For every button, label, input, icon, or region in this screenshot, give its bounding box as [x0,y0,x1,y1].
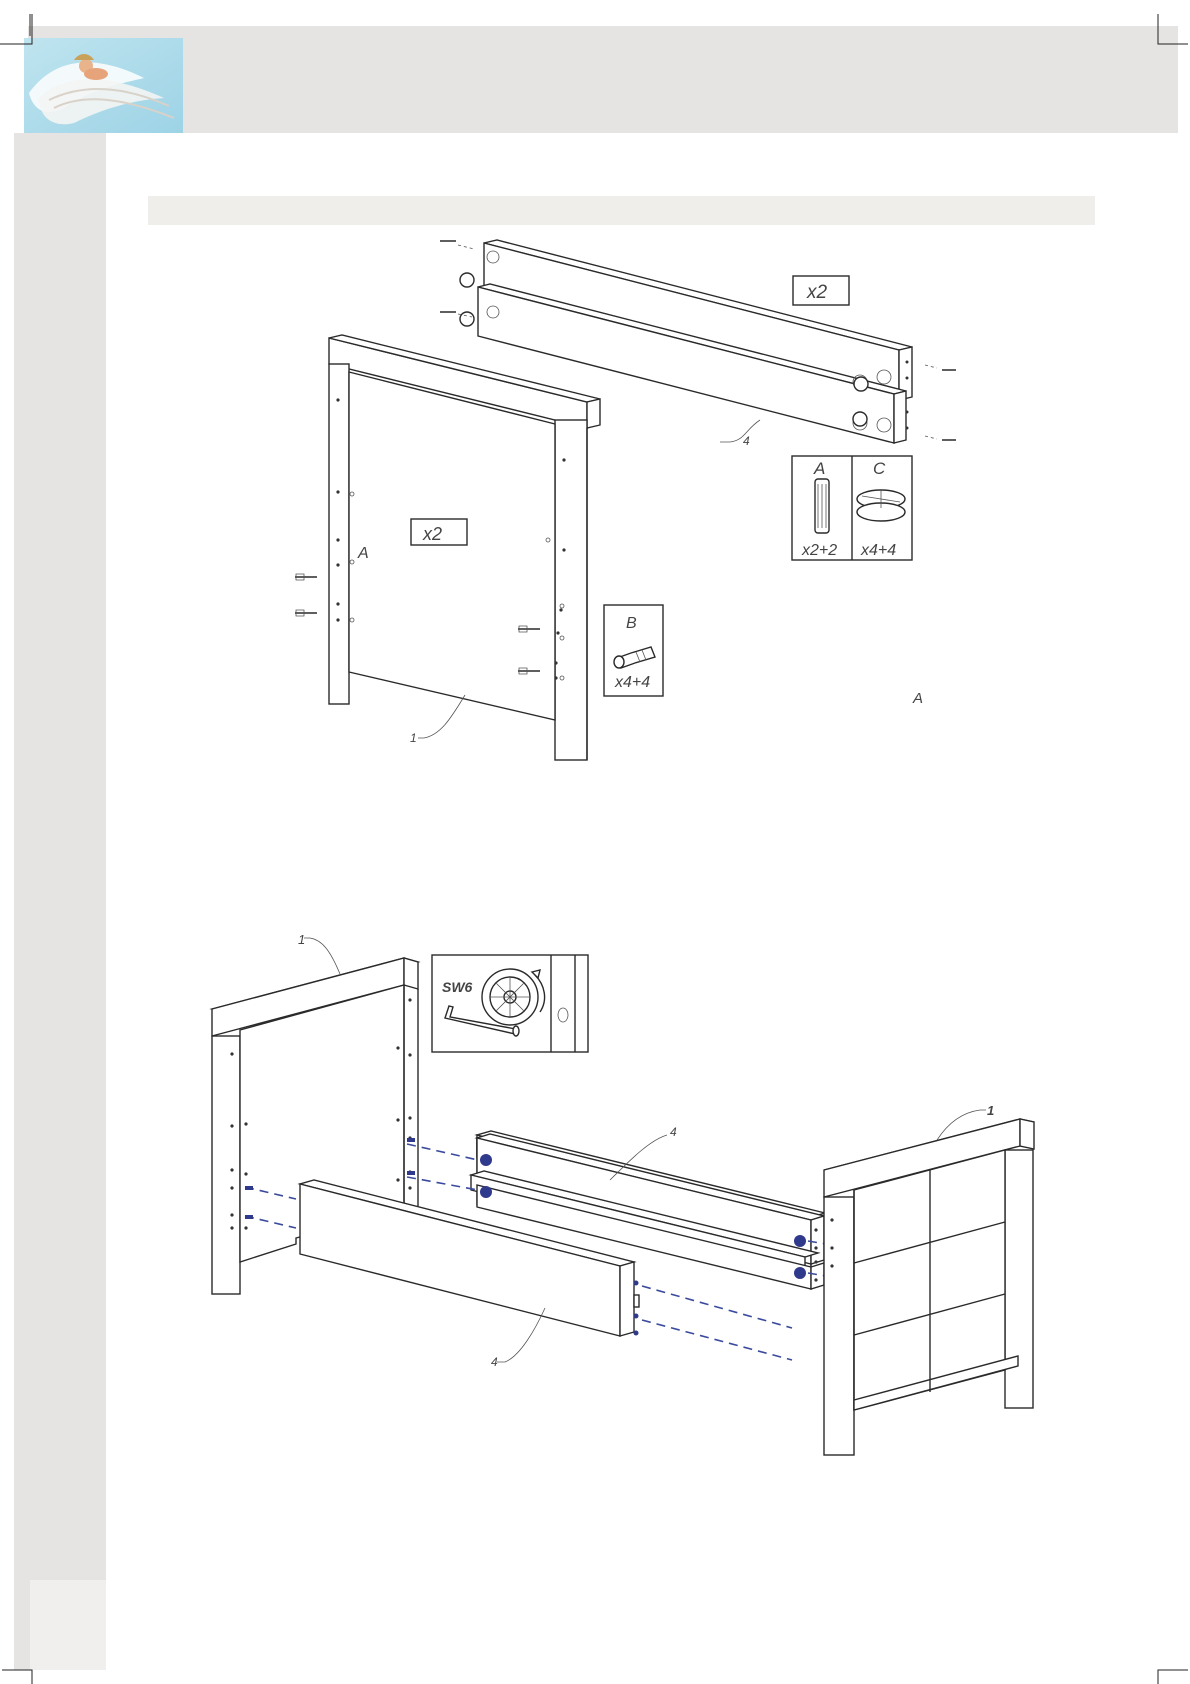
stray-label-a: A [912,690,923,707]
upper-rail-step2 [477,1131,825,1287]
end-panel-step1 [295,335,600,760]
upper-rail-body [471,1138,824,1289]
insertion-guides [245,1138,826,1360]
hardware-c-qty: x4+4 [860,542,896,559]
rail-qty-box [793,276,849,305]
upper-rail-part-number: 4 [670,1125,677,1139]
side-band [14,133,106,1670]
angel-logo-icon [24,38,183,133]
tool-inset [432,955,588,1052]
right-end-panel [824,1119,1034,1455]
hardware-box-a-c [792,456,912,560]
section-bar [148,196,1095,225]
panel-qty: x2 [422,524,442,544]
dowel-icon [815,479,829,533]
bolt-icon [614,647,655,668]
side-band-foot [30,1580,106,1670]
hardware-a-label: A [813,459,825,478]
cam-lock-icon [440,241,956,440]
tool-label: SW6 [442,979,473,995]
hardware-c-label: C [873,459,886,478]
crop-marks [0,14,1188,1684]
left-end-part-number: 1 [298,932,305,947]
panel-label-a: A [357,545,369,562]
right-end-part-number: 1 [987,1103,994,1118]
left-end-panel [212,958,418,1294]
panel-qty-box [411,519,467,545]
hardware-box-b [604,605,663,696]
upper-rail-top [477,1134,824,1232]
header-band [28,26,1178,133]
cam-lock-icon [482,969,545,1025]
lower-rail-part-number: 4 [491,1355,498,1369]
hardware-a-qty: x2+2 [801,542,837,559]
panel-part-number: 1 [410,731,417,745]
lower-rail-step2 [300,1180,639,1336]
hardware-b-label: B [626,615,637,632]
rail-pair-step1 [478,240,912,443]
hex-key-icon [445,1006,519,1036]
rail-qty: x2 [806,282,828,303]
hardware-b-qty: x4+4 [614,674,650,691]
rail-part-number: 4 [743,434,750,448]
